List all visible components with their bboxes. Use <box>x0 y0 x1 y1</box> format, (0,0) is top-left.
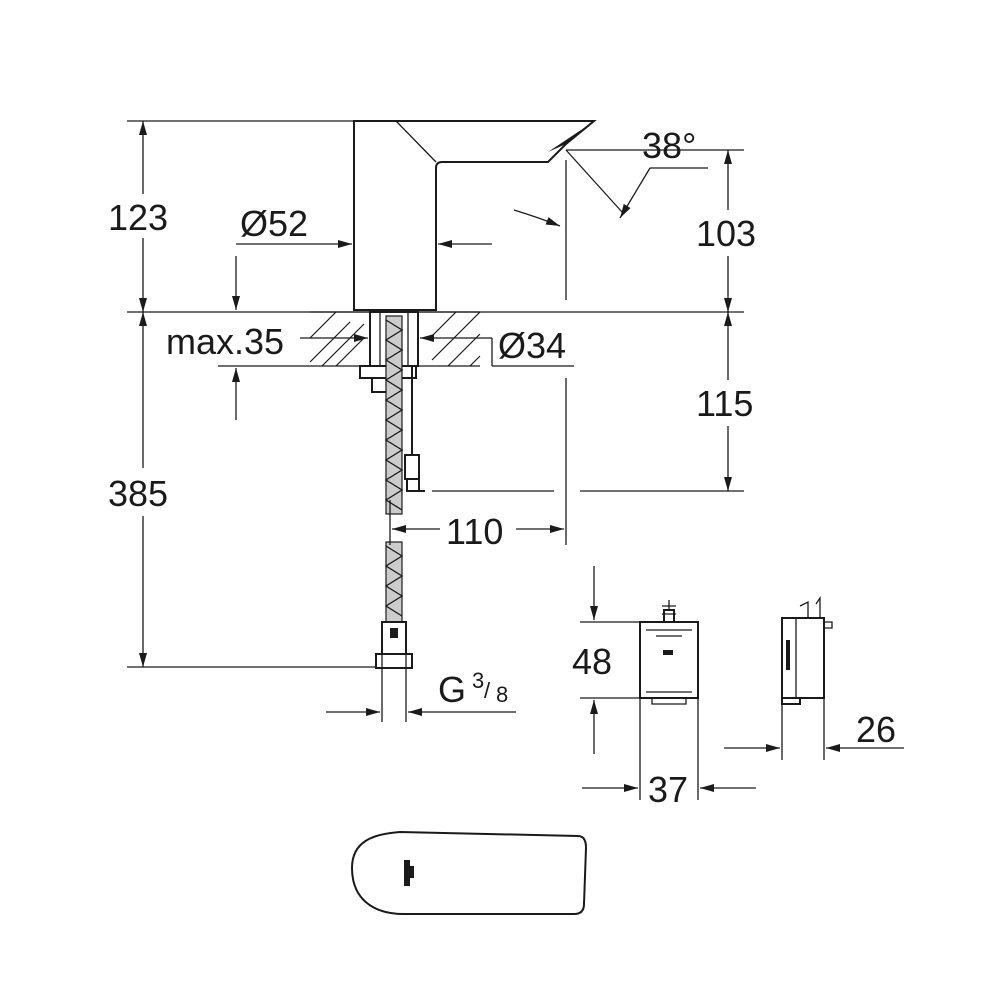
control-box-front <box>580 566 756 800</box>
sensor-window <box>404 860 414 886</box>
dim-103: 103 <box>696 213 756 254</box>
dimension-labels: 123 Ø52 38° 103 max.35 Ø34 115 385 110 G… <box>108 125 896 810</box>
thread-letter: G <box>438 669 466 710</box>
logo-mark <box>663 650 673 655</box>
dim-diameter-52: Ø52 <box>240 203 308 244</box>
top-view <box>350 830 588 915</box>
dim-max-35: max.35 <box>166 321 284 362</box>
dimension-lines <box>127 120 744 722</box>
dim-angle-38: 38° <box>642 125 696 166</box>
thread-denominator: 8 <box>496 682 508 707</box>
sensor-cable <box>404 366 425 492</box>
control-box-side <box>724 595 904 760</box>
dim-110: 110 <box>446 511 503 552</box>
braided-hose <box>375 315 413 669</box>
thread-slash: / <box>484 678 491 703</box>
dim-diameter-34: Ø34 <box>498 325 566 366</box>
dim-115: 115 <box>696 383 753 424</box>
dim-123: 123 <box>108 197 168 238</box>
thread-numerator: 3 <box>472 668 484 693</box>
dim-385: 385 <box>108 473 168 514</box>
faucet-body <box>353 120 597 311</box>
dim-48: 48 <box>572 641 612 682</box>
dim-37: 37 <box>648 769 688 810</box>
dim-26: 26 <box>856 709 896 750</box>
